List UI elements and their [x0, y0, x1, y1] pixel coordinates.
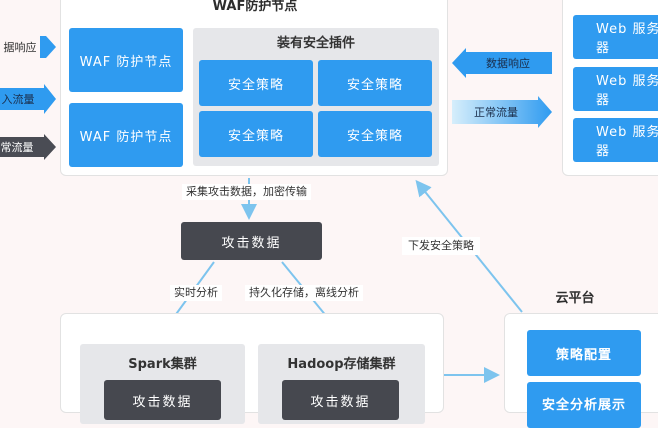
web-server-3[interactable]: Web 服务器	[573, 118, 658, 162]
right-arrow-response: 数据响应	[452, 48, 552, 78]
attack-data-node[interactable]: 攻击数据	[181, 222, 322, 260]
web-server-1[interactable]: Web 服务器	[573, 15, 658, 59]
spark-attack-data[interactable]: 攻击数据	[104, 380, 221, 420]
left-arrow-abnormal-label: 常流量	[0, 141, 34, 154]
right-arrow-normal-label: 正常流量	[474, 106, 518, 119]
plugin-group-title: 装有安全插件	[276, 36, 355, 51]
waf-node-2[interactable]: WAF 防护节点	[69, 103, 183, 167]
realtime-label: 实时分析	[170, 285, 222, 301]
security-policy-4[interactable]: 安全策略	[318, 111, 432, 157]
hadoop-cluster: Hadoop存储集群 攻击数据	[258, 344, 425, 424]
web-server-panel: Web 服务器 Web 服务器 Web 服务器	[562, 0, 658, 176]
collect-label: 采集攻击数据，加密传输	[182, 184, 311, 200]
policy-config-button[interactable]: 策略配置	[527, 330, 641, 376]
security-policy-1[interactable]: 安全策略	[199, 60, 313, 106]
cloud-title: 云平台	[555, 291, 595, 306]
dispatch-label: 下发安全策略	[402, 237, 480, 255]
left-arrow-input: 入流量	[0, 84, 56, 114]
cloud-panel: 策略配置 安全分析展示	[504, 313, 658, 428]
spark-cluster-title: Spark集群	[128, 357, 197, 372]
left-arrow-abnormal: 常流量	[0, 134, 56, 160]
hadoop-cluster-title: Hadoop存储集群	[287, 357, 396, 372]
security-policy-2[interactable]: 安全策略	[318, 60, 432, 106]
web-server-2[interactable]: Web 服务器	[573, 67, 658, 111]
right-arrow-normal: 正常流量	[452, 96, 552, 128]
hadoop-attack-data[interactable]: 攻击数据	[282, 380, 399, 420]
waf-node-1[interactable]: WAF 防护节点	[69, 28, 183, 92]
waf-panel-title: WAF防护节点	[212, 0, 298, 14]
waf-panel: WAF防护节点 WAF 防护节点 WAF 防护节点 装有安全插件 安全策略 安全…	[60, 0, 448, 176]
left-arrow-response-label: 据响应	[0, 36, 40, 58]
security-policy-3[interactable]: 安全策略	[199, 111, 313, 157]
plugin-group: 装有安全插件 安全策略 安全策略 安全策略 安全策略	[193, 28, 439, 166]
analysis-panel: Spark集群 攻击数据 Hadoop存储集群 攻击数据	[60, 313, 444, 424]
left-arrow-response: 据响应	[0, 36, 56, 58]
left-arrow-input-label: 入流量	[1, 93, 35, 106]
spark-cluster: Spark集群 攻击数据	[80, 344, 245, 424]
persist-label: 持久化存储，离线分析	[245, 285, 363, 301]
right-arrow-response-label: 数据响应	[486, 57, 530, 70]
security-analysis-button[interactable]: 安全分析展示	[527, 382, 641, 428]
